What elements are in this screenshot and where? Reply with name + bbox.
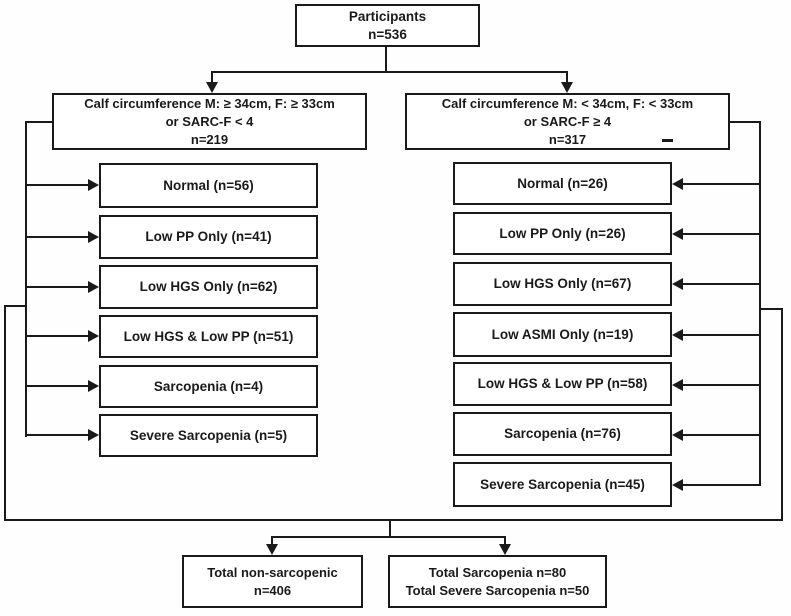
- branch-right-box: Calf circumference M: < 34cm, F: < 33cm …: [405, 93, 730, 150]
- connector-to-branch-right-stem: [566, 71, 568, 84]
- arrowhead-branch-left-icon: [206, 82, 218, 93]
- connector-to-branch-left-stem: [211, 71, 213, 84]
- right-arrow-stem-3: [683, 283, 761, 285]
- total-sarcopenic-line2: Total Severe Sarcopenia n=50: [405, 582, 590, 598]
- bottom-split-line: [271, 536, 506, 538]
- left-outcome-box-low-hgs-low-pp: Low HGS & Low PP (n=51): [99, 315, 318, 358]
- participants-title: Participants: [348, 8, 427, 24]
- branch-left-line2: or SARC-F < 4: [165, 113, 254, 129]
- connector-branch-left-out: [25, 121, 52, 123]
- branch-left-line1: Calf circumference M: ≥ 34cm, F: ≥ 33cm: [84, 95, 335, 111]
- arrowhead-left-outcome-3-icon: [88, 281, 99, 293]
- total-non-sarcopenic-line2: n=406: [253, 582, 292, 598]
- arrowhead-total-sarcopenic-icon: [499, 544, 511, 555]
- right-arrow-stem-7: [683, 484, 761, 486]
- bottom-collector-line: [4, 519, 783, 521]
- right-outcome-label: Low ASMI Only (n=19): [491, 326, 634, 342]
- right-arrow-stem-4: [683, 334, 761, 336]
- total-non-sarcopenic-line1: Total non-sarcopenic: [207, 564, 338, 580]
- connector-root-stem: [385, 47, 387, 73]
- arrowhead-branch-right-icon: [561, 82, 573, 93]
- left-trunk-line: [25, 121, 27, 437]
- left-outcome-label: Sarcopenia (n=4): [153, 378, 264, 394]
- left-outcome-box-low-pp-only: Low PP Only (n=41): [99, 215, 318, 259]
- total-sarcopenic-box: Total Sarcopenia n=80 Total Severe Sarco…: [388, 555, 607, 608]
- total-left-arrow-stem: [271, 536, 273, 546]
- left-outer-tap-line: [4, 305, 27, 307]
- branch-left-box: Calf circumference M: ≥ 34cm, F: ≥ 33cm …: [52, 93, 367, 150]
- branch-right-line1: Calf circumference M: < 34cm, F: < 33cm: [441, 95, 694, 111]
- arrowhead-total-non-sarcopenic-icon: [266, 544, 278, 555]
- left-arrow-stem-1: [25, 184, 91, 186]
- right-outcome-box-sarcopenia: Sarcopenia (n=76): [453, 412, 672, 456]
- left-arrow-stem-4: [25, 335, 91, 337]
- right-outcome-box-low-hgs-low-pp: Low HGS & Low PP (n=58): [453, 362, 672, 406]
- branch-right-line2: or SARC-F ≥ 4: [523, 113, 612, 129]
- right-outcome-box-low-hgs-only: Low HGS Only (n=67): [453, 262, 672, 306]
- total-right-arrow-stem: [504, 536, 506, 546]
- left-outcome-label: Normal (n=56): [163, 177, 254, 193]
- arrowhead-right-outcome-4-icon: [672, 329, 683, 341]
- right-outcome-box-severe-sarcopenia: Severe Sarcopenia (n=45): [453, 462, 672, 507]
- left-outcome-label: Low HGS & Low PP (n=51): [123, 328, 294, 344]
- arrowhead-right-outcome-6-icon: [672, 429, 683, 441]
- left-arrow-stem-2: [25, 236, 91, 238]
- left-arrow-stem-3: [25, 286, 91, 288]
- connector-branch-right-out: [728, 121, 761, 123]
- left-outcome-label: Severe Sarcopenia (n=5): [129, 427, 288, 443]
- right-outcome-label: Low HGS Only (n=67): [493, 276, 632, 291]
- left-arrow-stem-6: [25, 434, 91, 436]
- arrowhead-right-outcome-2-icon: [672, 228, 683, 240]
- right-outcome-label: Sarcopenia (n=76): [504, 426, 621, 441]
- arrowhead-left-outcome-2-icon: [88, 231, 99, 243]
- total-non-sarcopenic-box: Total non-sarcopenic n=406: [182, 555, 363, 608]
- participants-count: n=536: [368, 26, 407, 42]
- left-outcome-label: Low HGS Only (n=62): [139, 279, 278, 294]
- arrowhead-right-outcome-3-icon: [672, 278, 683, 290]
- right-outer-line: [781, 308, 783, 521]
- total-sarcopenic-line1: Total Sarcopenia n=80: [428, 564, 567, 580]
- right-arrow-stem-2: [683, 233, 761, 235]
- arrowhead-left-outcome-6-icon: [88, 429, 99, 441]
- right-outcome-label: Normal (n=26): [517, 175, 608, 191]
- right-outcome-label: Low PP Only (n=26): [499, 225, 626, 241]
- right-trunk-line: [759, 121, 761, 485]
- left-arrow-stem-5: [25, 385, 91, 387]
- arrowhead-left-outcome-5-icon: [88, 380, 99, 392]
- right-outer-tap-line: [759, 308, 783, 310]
- stray-underscore-mark: [662, 139, 673, 142]
- arrowhead-right-outcome-1-icon: [672, 178, 683, 190]
- left-outcome-box-severe-sarcopenia: Severe Sarcopenia (n=5): [99, 414, 318, 457]
- left-outcome-label: Low PP Only (n=41): [145, 229, 272, 244]
- arrowhead-right-outcome-5-icon: [672, 379, 683, 391]
- left-outer-line: [4, 305, 6, 521]
- right-outcome-box-low-pp-only: Low PP Only (n=26): [453, 212, 672, 255]
- left-outcome-box-normal: Normal (n=56): [99, 163, 318, 208]
- right-outcome-box-normal: Normal (n=26): [453, 162, 672, 205]
- right-outcome-label: Severe Sarcopenia (n=45): [480, 476, 645, 492]
- left-outcome-box-sarcopenia: Sarcopenia (n=4): [99, 365, 318, 408]
- arrowhead-right-outcome-7-icon: [672, 479, 683, 491]
- right-arrow-stem-6: [683, 434, 761, 436]
- left-outcome-box-low-hgs-only: Low HGS Only (n=62): [99, 265, 318, 309]
- branch-right-count: n=317: [548, 131, 587, 147]
- participants-box: Participants n=536: [295, 4, 480, 47]
- right-outcome-label: Low HGS & Low PP (n=58): [477, 376, 648, 391]
- arrowhead-left-outcome-1-icon: [88, 179, 99, 191]
- right-arrow-stem-1: [683, 183, 761, 185]
- right-arrow-stem-5: [683, 384, 761, 386]
- connector-root-split: [211, 71, 568, 73]
- arrowhead-left-outcome-4-icon: [88, 330, 99, 342]
- bottom-center-drop-line: [389, 519, 391, 538]
- branch-left-count: n=219: [190, 131, 229, 147]
- right-outcome-box-low-asmi-only: Low ASMI Only (n=19): [453, 312, 672, 357]
